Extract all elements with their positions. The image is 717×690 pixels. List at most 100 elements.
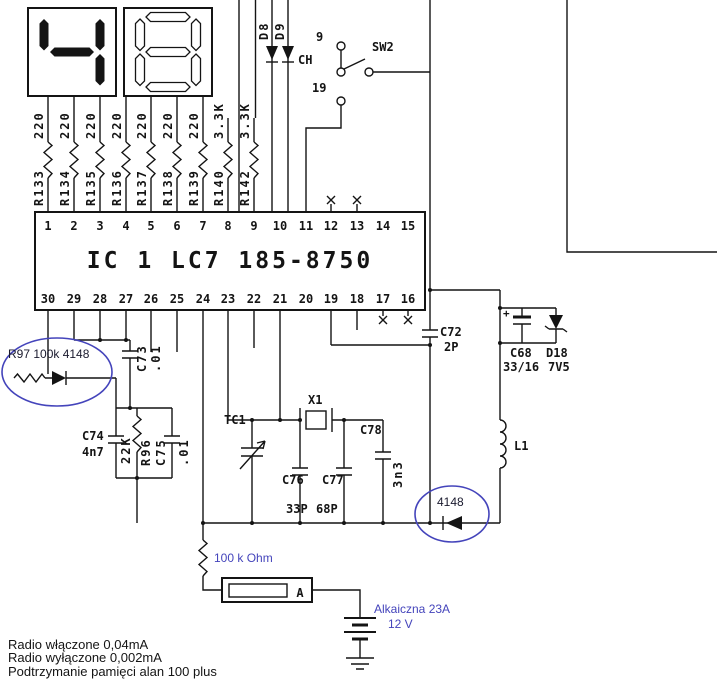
pin-label: 15 (401, 219, 415, 233)
c68-polarity-mark: + (503, 307, 510, 320)
pin-label: 8 (224, 219, 231, 233)
ch-label: CH (298, 53, 312, 67)
pin-label: 14 (376, 219, 390, 233)
pin-label: 19 (324, 292, 338, 306)
c78-value: 3n3 (391, 460, 405, 488)
c74-label: C74 (82, 429, 104, 443)
x1-crystal-symbol (305, 410, 327, 430)
c76-value: 33P (286, 502, 308, 516)
pin-label: 5 (147, 219, 154, 233)
ic-lc7185: IC 1 LC7 185-8750 1 2 3 4 5 6 7 8 9 10 1… (34, 211, 426, 311)
resistor-value: 220 (32, 111, 46, 139)
mod-ellipse (1, 337, 113, 407)
resistor-value: 220 (161, 111, 175, 139)
note-line: Radio włączone 0,04mA (8, 637, 149, 652)
resistor-value: 3.3K (238, 102, 252, 139)
c72-value: 2P (444, 340, 458, 354)
resistor-name: R137 (135, 169, 149, 206)
c76-label: C76 (282, 473, 304, 487)
diode-d8-symbol (266, 46, 278, 60)
input-diodes: D8 D9 (257, 22, 294, 63)
c68-value: 33/16 (503, 360, 539, 374)
pin-label: 13 (350, 219, 364, 233)
c73-label: C73 (135, 344, 149, 372)
terminal-19-contact (336, 96, 346, 106)
d18-zener-symbol (549, 315, 563, 329)
pin-label: 23 (221, 292, 235, 306)
resistor-bank: 220 220 220 220 220 220 220 3.3K 3.3K R1… (32, 102, 260, 206)
pin-label: 3 (96, 219, 103, 233)
pin-label: 9 (250, 219, 257, 233)
diode-4148-mod: 4148 (414, 485, 490, 543)
ic-top-pins: 1 2 3 4 5 6 7 8 9 10 11 12 13 14 15 (44, 219, 415, 233)
terminal-19-label: 19 (312, 81, 326, 95)
pin-label: 10 (273, 219, 287, 233)
resistor-value: 220 (187, 111, 201, 139)
r97-diode-symbol (52, 371, 66, 385)
x1-label: X1 (308, 393, 322, 407)
pin-label: 27 (119, 292, 133, 306)
diode-4148-label: 4148 (437, 495, 464, 509)
pin-label: 11 (299, 219, 313, 233)
ic-label: IC 1 LC7 185-8750 (87, 248, 373, 274)
c75-value: .01 (177, 438, 191, 466)
r96-symbol (131, 415, 143, 453)
r96-label: R96 (139, 438, 153, 466)
r96-value: 22K (119, 436, 133, 464)
pin-label: 16 (401, 292, 415, 306)
resistor-name: R139 (187, 169, 201, 206)
pin-label: 18 (350, 292, 364, 306)
right-components: C72 2P + C68 33/16 D18 7V5 L1 (440, 307, 570, 453)
notes-block: Radio włączone 0,04mA Radio wyłączone 0,… (8, 637, 217, 679)
pin-label: 22 (247, 292, 261, 306)
pin-label: 26 (144, 292, 158, 306)
pin-label: 1 (44, 219, 51, 233)
tc1-label: TC1 (224, 413, 246, 427)
battery-label-2: 12 V (388, 617, 413, 631)
pin-label: 4 (122, 219, 129, 233)
resistor-value: 220 (110, 111, 124, 139)
pin-label: 25 (170, 292, 184, 306)
pin-label: 7 (199, 219, 206, 233)
resistor-value: 220 (84, 111, 98, 139)
terminal-9-label: 9 (316, 30, 323, 44)
sw2-label: SW2 (372, 40, 394, 54)
ic-bottom-pins: 30 29 28 27 26 25 24 23 22 21 20 19 18 1… (41, 292, 415, 306)
wires (45, 0, 717, 670)
junction-dots (98, 288, 502, 525)
mod-resistor-symbol (197, 539, 209, 577)
switch-pole-contact (336, 67, 346, 77)
pin-label: 20 (299, 292, 313, 306)
measuring-chain: 100 k Ohm A Alkaiczna 23A 12 V (197, 539, 450, 631)
note-line: Radio wyłączone 0,002mA (8, 650, 162, 665)
resistor-name: R142 (238, 169, 252, 206)
resistor-name: R140 (212, 169, 226, 206)
terminal-9-contact (336, 41, 346, 51)
d18-label: D18 (546, 346, 568, 360)
c68-label: C68 (510, 346, 532, 360)
r97-mod: R97 100k 4148 (1, 337, 113, 407)
resistor-name: R135 (84, 169, 98, 206)
resistor-name: R138 (161, 169, 175, 206)
c75-label: C75 (154, 438, 168, 466)
d18-value: 7V5 (548, 360, 570, 374)
r97-mod-label: R97 100k 4148 (8, 347, 90, 361)
c73-value: .01 (149, 344, 163, 372)
pin-label: 29 (67, 292, 81, 306)
seven-segment-display (27, 7, 213, 97)
channel-switch: 9 CH SW2 19 (298, 30, 394, 106)
pin-label: 30 (41, 292, 55, 306)
resistor-value: 3.3K (212, 102, 226, 139)
mod-ellipse (414, 485, 490, 543)
resistor-name: R136 (110, 169, 124, 206)
c77-value: 68P (316, 502, 338, 516)
pin-label: 12 (324, 219, 338, 233)
ammeter-label: A (296, 586, 304, 600)
resistor-value: 220 (135, 111, 149, 139)
pin-label: 24 (196, 292, 210, 306)
r97-resistor-symbol (13, 372, 46, 384)
c78-label: C78 (360, 423, 382, 437)
diode-d9-label: D9 (273, 22, 287, 40)
ammeter-body (221, 577, 313, 603)
